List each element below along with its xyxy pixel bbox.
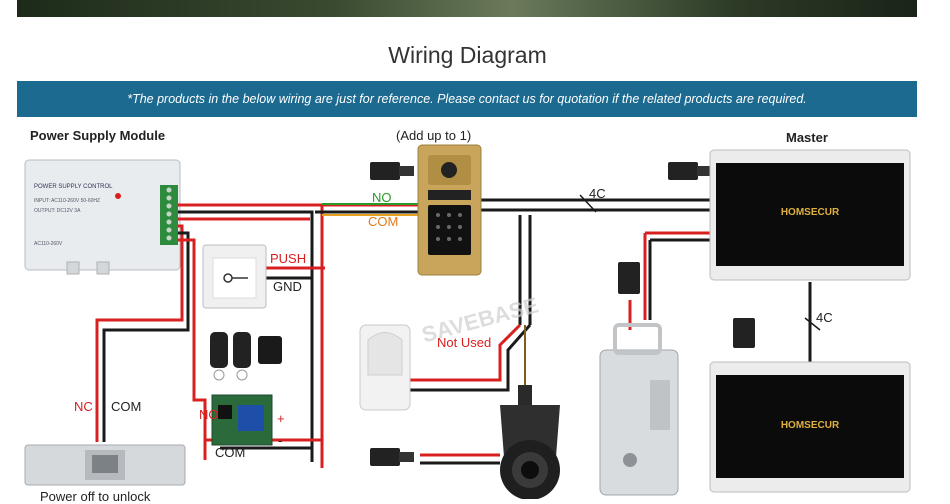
power-supply-module-label: Power Supply Module — [30, 128, 166, 143]
main-4c-cable — [410, 194, 821, 465]
com-lock-label: COM — [111, 399, 142, 414]
com-relay-label: COM — [215, 445, 246, 460]
power-off-to-unlock-label: Power off to unlock — [40, 489, 151, 504]
pir-sensor — [359, 324, 411, 411]
electric-strike-lock — [24, 444, 186, 486]
master-monitor: HOMSECUR — [709, 149, 911, 281]
cctv-camera — [500, 385, 560, 499]
minus-label: - — [278, 433, 283, 448]
page-title: Wiring Diagram — [388, 42, 547, 68]
com-label: COM — [368, 214, 399, 229]
exit-button-device — [202, 244, 267, 309]
gnd-label: GND — [273, 279, 302, 294]
psu-ac-text: AC110-260V — [34, 241, 63, 247]
plus-label: + — [277, 411, 285, 426]
psu-title-text: POWER SUPPLY CONTROL — [34, 184, 113, 190]
extension-monitor: HOMSECUR — [709, 361, 911, 493]
no-label: NO — [372, 190, 392, 205]
accessory-icons — [370, 162, 755, 466]
remote-controls — [210, 332, 282, 381]
psu-wires — [95, 203, 420, 468]
cable-4c-top-label: 4C — [589, 186, 606, 201]
relay-receiver-board — [211, 394, 273, 446]
not-used-label: Not Used — [437, 335, 492, 350]
monitor-brand-1: HOMSECUR — [781, 207, 840, 218]
add-up-label: (Add up to 1) — [396, 128, 472, 143]
notice-banner: *The products in the below wiring are ju… — [17, 81, 917, 117]
master-label: Master — [786, 130, 828, 145]
power-supply-module: POWER SUPPLY CONTROL INPUT: AC110-260V 5… — [24, 159, 181, 275]
psu-input-text: INPUT: AC110-260V 50-60HZ — [34, 198, 100, 204]
door-station — [417, 144, 482, 276]
header-photo-strip — [17, 0, 917, 17]
monitor-brand-2: HOMSECUR — [781, 420, 840, 431]
no-relay-label: NO — [199, 407, 219, 422]
push-label: PUSH — [270, 251, 307, 266]
psu-output-text: OUTPUT: DC12V 3A — [34, 208, 81, 214]
electric-mortise-lock — [599, 323, 679, 496]
cable-4c-right-label: 4C — [816, 310, 833, 325]
nc-label: NC — [74, 399, 93, 414]
